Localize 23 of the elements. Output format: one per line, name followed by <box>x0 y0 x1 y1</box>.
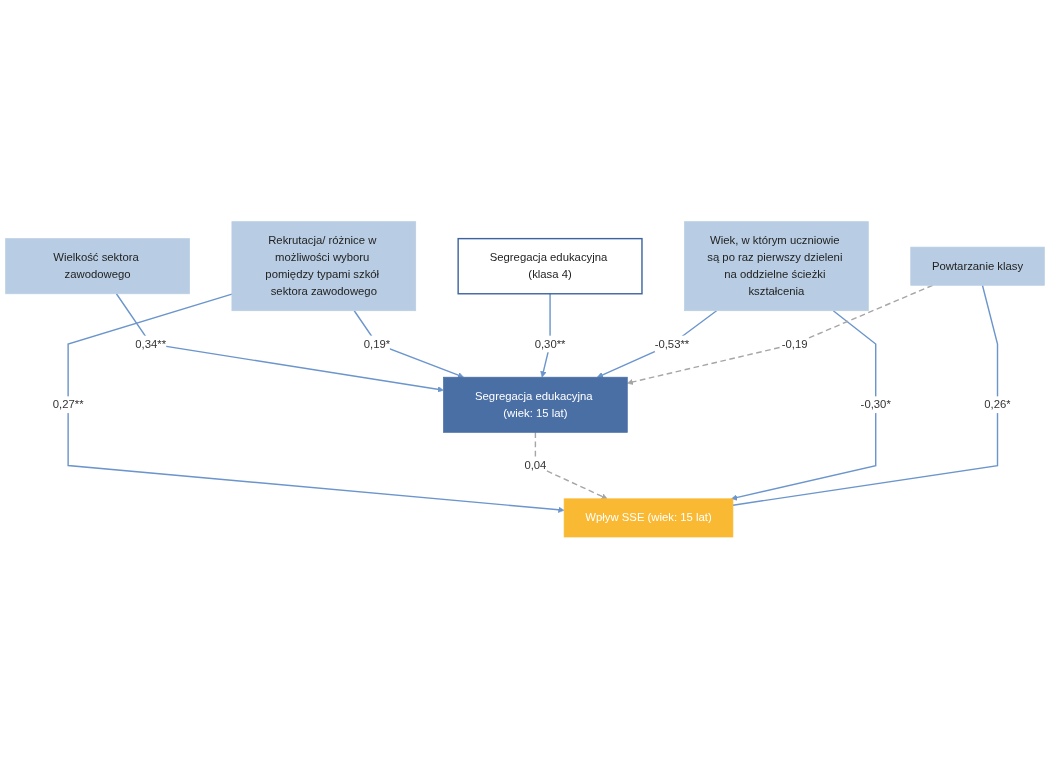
arrow <box>534 431 608 499</box>
node-box: Segregacja edukacyjna (wiek: 15 lat) <box>443 376 628 433</box>
arrow <box>353 309 464 378</box>
edge-label: 0,27** <box>52 398 84 411</box>
edge-label: 0,26* <box>984 398 1011 411</box>
node-box: Wielkość sektora zawodowego <box>5 237 190 294</box>
edge-label: 0,19* <box>363 337 391 350</box>
edge-label: 0,34** <box>135 337 167 350</box>
node-box: Segregacja edukacyjna (klasa 4) <box>457 237 643 295</box>
arrow <box>627 284 934 385</box>
arrow <box>597 309 718 378</box>
node-box: Wpływ SSE (wiek: 15 lat) <box>563 498 734 537</box>
edge-label: 0,30** <box>534 337 566 350</box>
arrow <box>115 292 444 393</box>
arrow <box>731 309 877 501</box>
node-box: Rekrutacja/ różnice w możliwości wyboru pomiędzy typami szkół sektora zawodowego <box>231 220 417 311</box>
edge-label: -0,53** <box>654 337 690 350</box>
node-box: Powtarzanie klasy <box>910 246 1045 286</box>
edge-label: 0,04 <box>524 458 547 471</box>
connector <box>732 284 999 506</box>
edge-label: -0,19 <box>781 337 808 350</box>
edge-label: -0,30* <box>860 398 891 411</box>
node-box: Wiek, w którym uczniowie są po raz pierwszy dzieleni na oddzielne ścieżki kształcenia <box>684 220 869 311</box>
